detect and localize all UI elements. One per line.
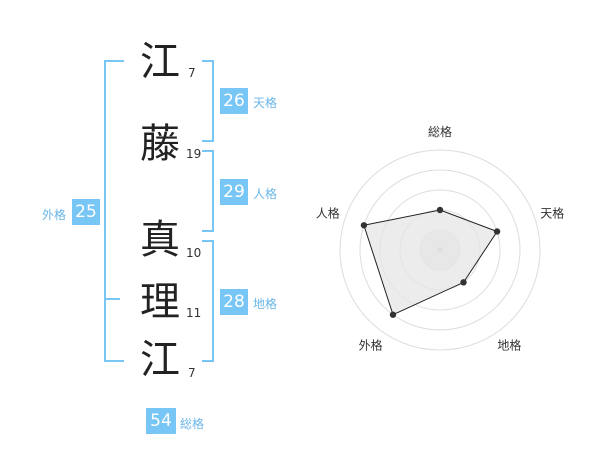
radar-ring-5 bbox=[339, 149, 541, 351]
radar-axis-label-4: 人格 bbox=[316, 206, 340, 221]
radar-axis-label-3: 外格 bbox=[359, 338, 383, 353]
chikaku-bracket bbox=[202, 240, 214, 362]
chikaku-value: 28 bbox=[220, 289, 248, 315]
name-char-4: 理 bbox=[140, 279, 180, 325]
radar-axis-label-0: 総格 bbox=[428, 124, 452, 139]
gaikaku-label: 外格 bbox=[42, 208, 67, 222]
jinkaku-bracket bbox=[202, 150, 214, 232]
radar-ring-4 bbox=[359, 169, 521, 331]
name-char-2: 藤 bbox=[140, 121, 180, 167]
radar-point-4 bbox=[360, 222, 368, 229]
soukaku-value: 54 bbox=[146, 408, 176, 434]
chikaku-label: 地格 bbox=[253, 297, 278, 311]
gaikaku-bracket bbox=[104, 60, 124, 362]
radar-point-2 bbox=[460, 279, 467, 286]
name-char-1: 江 bbox=[140, 39, 180, 85]
stroke-count-3: 10 bbox=[186, 246, 202, 260]
name-char-3: 真 bbox=[140, 217, 180, 263]
stroke-count-2: 19 bbox=[186, 147, 202, 161]
gaikaku-bracket-tick bbox=[106, 298, 120, 300]
tenkaku-value: 26 bbox=[220, 88, 248, 114]
name-char-5: 江 bbox=[140, 337, 180, 383]
radar-point-0 bbox=[436, 206, 444, 214]
tenkaku-bracket bbox=[202, 60, 214, 142]
stroke-count-5: 7 bbox=[188, 366, 196, 380]
radar-axis-label-2: 地格 bbox=[497, 338, 521, 353]
tenkaku-label: 天格 bbox=[253, 96, 278, 110]
radar-point-3 bbox=[389, 311, 397, 318]
jinkaku-value: 29 bbox=[220, 179, 248, 205]
jinkaku-label: 人格 bbox=[253, 187, 278, 201]
stroke-count-4: 11 bbox=[186, 306, 202, 320]
stroke-count-1: 7 bbox=[188, 66, 196, 80]
radar-point-1 bbox=[493, 228, 501, 235]
radar-axis-label-1: 天格 bbox=[540, 206, 564, 221]
radar-series-polygon bbox=[363, 209, 498, 316]
gaikaku-value: 25 bbox=[72, 199, 100, 225]
soukaku-label: 総格 bbox=[180, 417, 205, 431]
